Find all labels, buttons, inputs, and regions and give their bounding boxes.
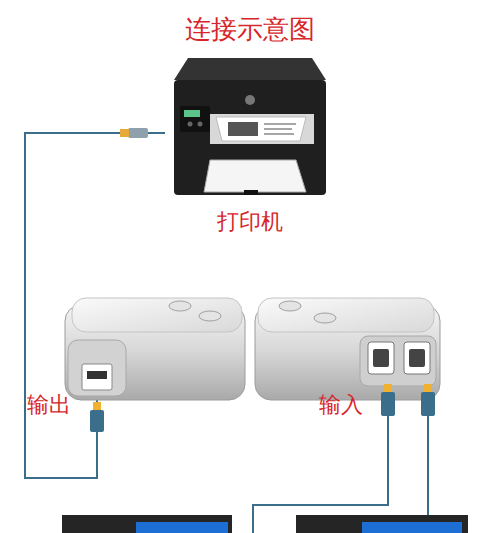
switch-input-node: 输入 (255, 295, 440, 400)
switch-output-node: 输出 (65, 295, 245, 400)
printer-node: 打印机 (165, 50, 335, 240)
switch-button (314, 313, 336, 323)
control-panel (180, 106, 210, 132)
switch-button (169, 301, 191, 311)
printer-picture (174, 58, 326, 195)
switch-top (72, 298, 242, 332)
switch-button (279, 301, 301, 311)
usb-switch-picture (255, 298, 440, 400)
switch-top (258, 298, 434, 332)
switch-back (360, 336, 436, 386)
button (188, 122, 193, 127)
computer-picture (62, 515, 232, 533)
logo (245, 95, 255, 105)
usb-b-port-inner (373, 349, 389, 367)
usb-plug (128, 128, 148, 138)
usb-plug-tip (93, 402, 101, 411)
usb-b-port (404, 342, 430, 374)
scanner-lid (174, 58, 326, 80)
computer-case (62, 515, 232, 533)
input-label: 输入 (317, 391, 365, 419)
usb-a-port-inner (87, 371, 107, 379)
paper-line (264, 133, 294, 135)
usb-plug-tip (120, 129, 129, 137)
button (198, 122, 203, 127)
usb-plug-tip (384, 384, 392, 393)
usb-b-port (368, 342, 394, 374)
paper-slot (210, 114, 314, 144)
tray-tab (244, 190, 258, 195)
usb-a-port (82, 364, 112, 390)
usb-plug (381, 392, 395, 416)
usb-switch-picture (65, 298, 245, 400)
usb-plug (421, 392, 435, 416)
computer-case (296, 515, 468, 533)
display (184, 110, 200, 117)
output-label: 输出 (25, 391, 73, 419)
usb-plug-tip (424, 384, 432, 393)
usb-plug (90, 410, 104, 432)
output-tray (204, 160, 306, 192)
monitor-screen (136, 522, 228, 533)
diagram-title: 连接示意图 (0, 12, 500, 46)
printer-label: 打印机 (215, 208, 285, 236)
monitor-screen (362, 522, 462, 533)
paper-print (228, 122, 258, 136)
usb-b-port-inner (409, 349, 425, 367)
switch-button (199, 311, 221, 321)
paper-line (264, 123, 296, 125)
paper-line (264, 128, 292, 130)
printer-body (174, 80, 326, 195)
paper-sheet (216, 117, 306, 141)
switch-front (68, 340, 126, 396)
computer-picture (296, 515, 468, 533)
